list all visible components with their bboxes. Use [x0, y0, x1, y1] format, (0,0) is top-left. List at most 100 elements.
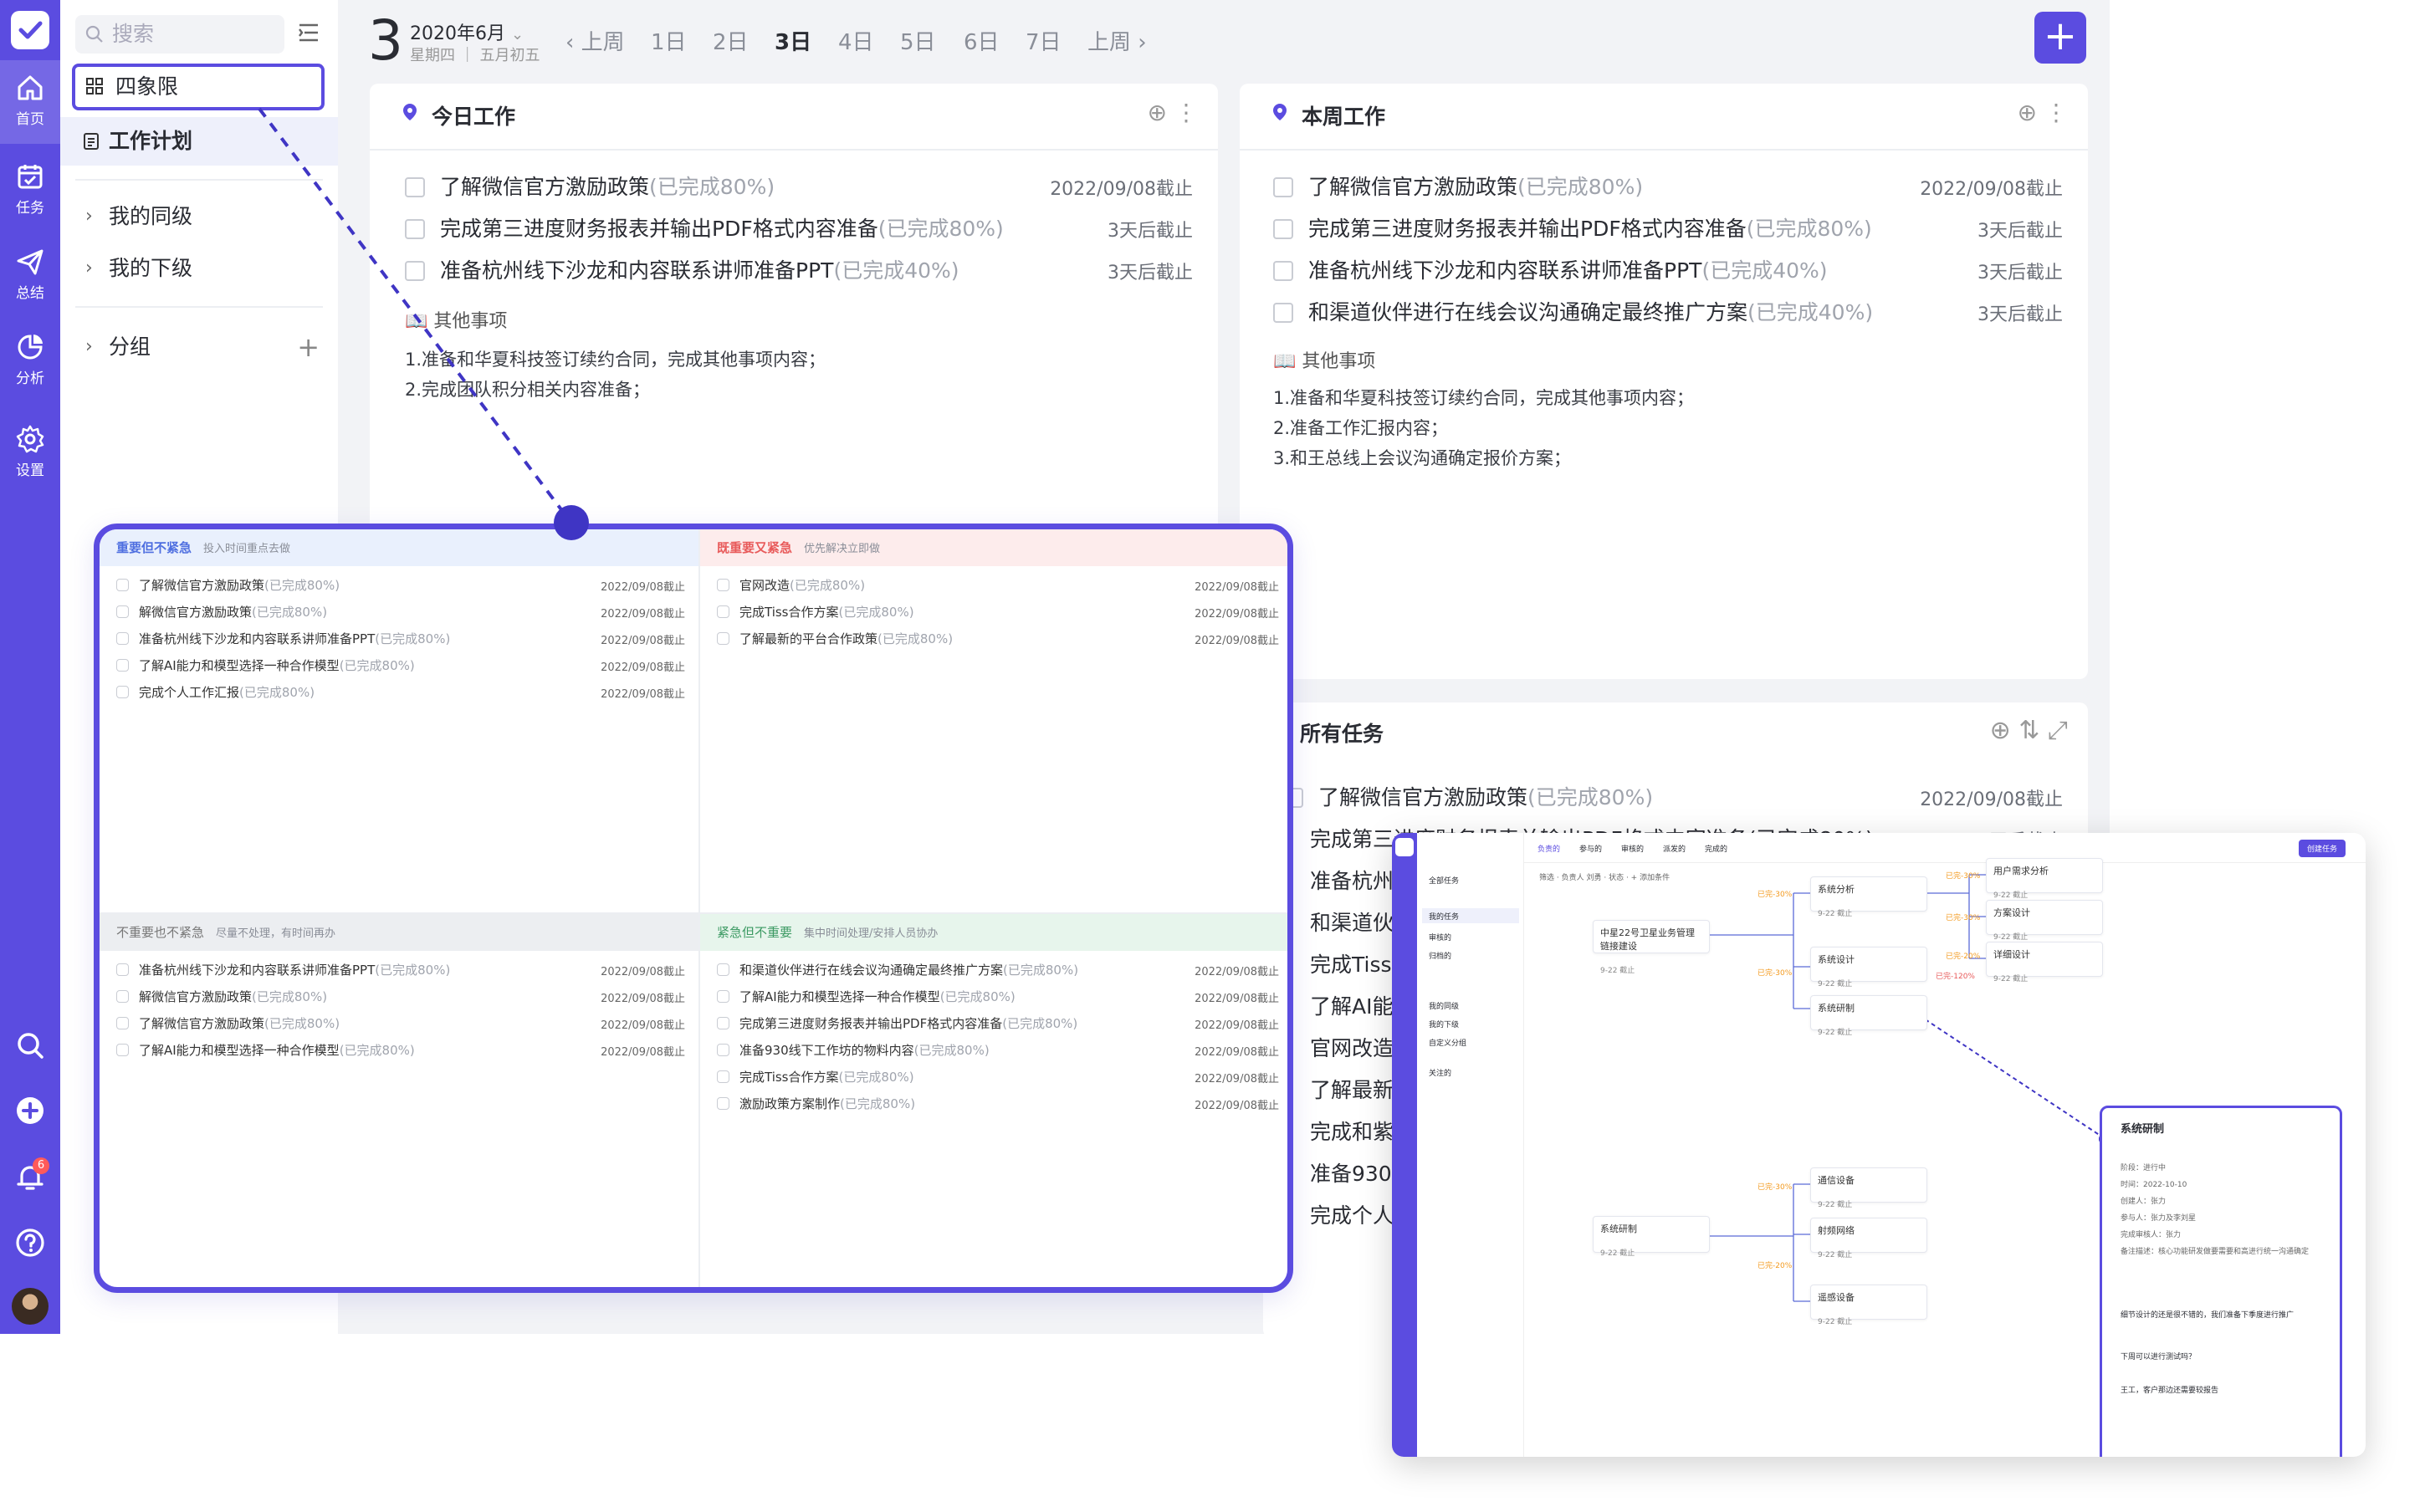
task-item[interactable]: 了解AI能力和模型选择一种合作模型(已完成80%) [717, 988, 1016, 1005]
search-input[interactable]: 搜索 [75, 15, 284, 54]
help-button[interactable] [13, 1226, 47, 1259]
task-checkbox[interactable] [717, 632, 729, 645]
prev-week-button[interactable]: ‹ 上周 [565, 30, 625, 55]
task-item[interactable]: 完成和紫 [1310, 1120, 1394, 1144]
mini-filter[interactable]: 筛选 · 负责人 刘勇 · 状态 · + 添加条件 [1539, 874, 1670, 882]
task-item[interactable]: 完成第三进度财务报表并输出PDF格式内容准备(已完成80%) [405, 212, 1004, 243]
task-checkbox[interactable] [116, 963, 129, 976]
task-item[interactable]: 完成第三进度财务报表并输出PDF格式内容准备(已完成80%) [1273, 212, 1872, 243]
task-checkbox[interactable] [1273, 219, 1293, 239]
add-circle-icon[interactable]: ⊕ [1147, 99, 1168, 126]
day-tab[interactable]: 4日 [838, 30, 874, 55]
task-checkbox[interactable] [717, 963, 729, 976]
task-checkbox[interactable] [116, 632, 129, 645]
task-checkbox[interactable] [405, 219, 425, 239]
sidebar-item-peers[interactable]: › 我的同级 [60, 192, 338, 241]
mini-side-item[interactable]: 审核的 [1429, 934, 1452, 942]
day-tab[interactable]: 5日 [900, 30, 936, 55]
task-item[interactable]: 了解微信官方激励政策(已完成80%) [1283, 781, 1653, 811]
mini-tab[interactable]: 完成的 [1705, 845, 1728, 854]
task-checkbox[interactable] [405, 261, 425, 281]
more-icon[interactable]: ⋮ [1174, 99, 1198, 126]
task-item[interactable]: 解微信官方激励政策(已完成80%) [116, 988, 327, 1005]
task-item[interactable]: 准备930 [1310, 1162, 1392, 1186]
mini-tab[interactable]: 审核的 [1621, 845, 1645, 854]
add-circle-icon[interactable]: ⊕ [1989, 716, 2011, 745]
task-checkbox[interactable] [717, 605, 729, 618]
task-item[interactable]: 准备杭州 [1310, 869, 1394, 893]
sidebar-item-groups[interactable]: › 分组 + [60, 323, 338, 371]
day-tab-active[interactable]: 3日 [775, 30, 812, 55]
task-item[interactable]: 了解微信官方激励政策(已完成80%) [1273, 171, 1643, 201]
task-checkbox[interactable] [717, 1044, 729, 1056]
task-item[interactable]: 完成Tiss合作方案(已完成80%) [717, 1068, 914, 1085]
task-item[interactable]: 了解AI能 [1310, 994, 1394, 1019]
day-tab[interactable]: 6日 [964, 30, 1000, 55]
search-button[interactable] [13, 1029, 47, 1062]
month-picker[interactable]: 2020年6月 ⌄ [410, 18, 524, 45]
task-item[interactable]: 准备杭州线下沙龙和内容联系讲师准备PPT(已完成80%) [116, 961, 450, 978]
nav-summary[interactable]: 总结 [0, 234, 60, 318]
more-icon[interactable]: ⋮ [2044, 99, 2068, 126]
task-item[interactable]: 准备杭州线下沙龙和内容联系讲师准备PPT(已完成40%) [405, 254, 959, 284]
mini-side-item[interactable]: 我的同级 [1429, 1003, 1460, 1011]
mini-tab[interactable]: 负责的 [1537, 845, 1561, 854]
task-item[interactable]: 官网改造 [1310, 1036, 1394, 1060]
task-item[interactable]: 完成个人 [1310, 1203, 1394, 1228]
task-checkbox[interactable] [116, 579, 129, 591]
add-button[interactable] [13, 1094, 47, 1127]
task-item[interactable]: 准备杭州线下沙龙和内容联系讲师准备PPT(已完成40%) [1273, 254, 1828, 284]
add-group-icon[interactable]: + [297, 331, 320, 363]
task-item[interactable]: 了解AI能力和模型选择一种合作模型(已完成80%) [116, 1041, 415, 1059]
mini-side-item[interactable]: 我的任务 [1422, 908, 1519, 923]
mini-side-item[interactable]: 归档的 [1429, 953, 1452, 961]
task-item[interactable]: 了解微信官方激励政策(已完成80%) [405, 171, 775, 201]
day-tab[interactable]: 1日 [651, 30, 687, 55]
task-item[interactable]: 了解最新的平台合作政策(已完成80%) [717, 630, 953, 647]
mini-side-item[interactable]: 我的下级 [1429, 1021, 1460, 1029]
task-item[interactable]: 准备杭州线下沙龙和内容联系讲师准备PPT(已完成80%) [116, 630, 450, 647]
task-item[interactable]: 解微信官方激励政策(已完成80%) [116, 603, 327, 621]
mini-tab[interactable]: 派发的 [1663, 845, 1686, 854]
sort-icon[interactable]: ⇅ [2018, 716, 2040, 745]
task-item[interactable]: 完成第三进度财务报表并输出PDF格式内容准备(已完成80%) [717, 1014, 1077, 1032]
task-item[interactable]: 官网改造(已完成80%) [717, 576, 865, 594]
task-checkbox[interactable] [717, 1070, 729, 1083]
task-checkbox[interactable] [717, 1097, 729, 1110]
nav-settings[interactable]: 设置 [0, 411, 60, 495]
add-task-button[interactable]: + [2034, 12, 2086, 64]
task-item[interactable]: 和渠道伙伴进行在线会议沟通确定最终推广方案(已完成80%) [717, 961, 1078, 978]
sidebar-item-work-plan[interactable]: 工作计划 [60, 117, 338, 166]
mini-side-item[interactable]: 全部任务 [1429, 877, 1460, 886]
sidebar-item-subordinates[interactable]: › 我的下级 [60, 244, 338, 293]
nav-home[interactable]: 首页 [0, 60, 60, 144]
task-item[interactable]: 完成个人工作汇报(已完成80%) [116, 683, 315, 701]
mini-create-button[interactable]: 创建任务 [2299, 840, 2346, 857]
task-checkbox[interactable] [116, 1044, 129, 1056]
nav-tasks[interactable]: 任务 [0, 149, 60, 232]
task-item[interactable]: 了解微信官方激励政策(已完成80%) [116, 576, 340, 594]
mini-side-item[interactable]: 关注的 [1429, 1070, 1452, 1078]
task-checkbox[interactable] [116, 1017, 129, 1029]
next-week-button[interactable]: 上周 › [1087, 30, 1147, 55]
task-item[interactable]: 激励政策方案制作(已完成80%) [717, 1095, 915, 1112]
add-circle-icon[interactable]: ⊕ [2017, 99, 2038, 126]
mini-side-item[interactable]: 自定义分组 [1429, 1040, 1467, 1048]
task-item[interactable]: 了解微信官方激励政策(已完成80%) [116, 1014, 340, 1032]
task-checkbox[interactable] [1273, 177, 1293, 197]
task-checkbox[interactable] [717, 1017, 729, 1029]
task-checkbox[interactable] [116, 659, 129, 672]
task-item[interactable]: 完成Tiss [1310, 953, 1392, 977]
nav-analysis[interactable]: 分析 [0, 319, 60, 403]
task-item[interactable]: 了解最新 [1310, 1078, 1394, 1102]
sidebar-item-quadrant[interactable]: 四象限 [72, 64, 325, 110]
